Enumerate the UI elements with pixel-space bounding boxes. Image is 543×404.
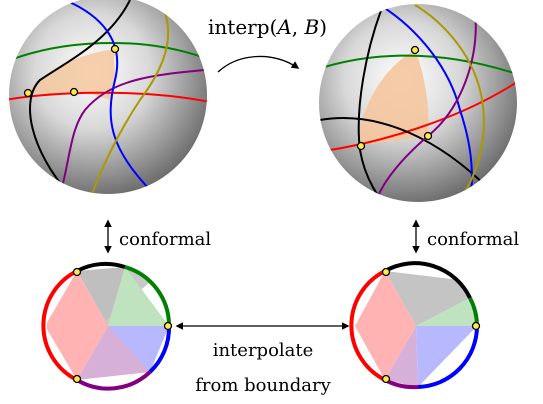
sphere-b-blue-curve (379, 4, 473, 201)
disk-2-gray-sector (385, 271, 470, 326)
disk-2-purple-sector (385, 326, 418, 387)
sphere-a (9, 0, 207, 194)
sphere-a-patch (28, 49, 116, 100)
disk-1-red-sector (47, 271, 108, 380)
disk-1-black-arc (76, 261, 126, 273)
sphere-a-marker-3 (69, 87, 79, 97)
disk-2-marker-2 (471, 321, 481, 331)
disk-2-red-arc (349, 269, 386, 382)
conformal-label-right: conformal (427, 229, 519, 250)
sphere-a-marker-2 (23, 88, 33, 98)
sphere-a-red-curve (9, 91, 207, 103)
disk-1-purple-arc (75, 370, 152, 391)
sphere-b-purple-curve (374, 9, 477, 202)
sphere-b-red-curve (329, 79, 517, 151)
disk-1-blue-sector (108, 326, 169, 372)
sphere-b (319, 4, 517, 202)
interpolate-label-line1: interpolate (213, 340, 314, 361)
disk-1-green-sector (108, 267, 169, 326)
interpolate-label-line2: from boundary (195, 375, 331, 396)
disk-1-marker-2 (163, 321, 173, 331)
disk-1-green-arc (124, 265, 172, 327)
disk-1-blue-arc (148, 325, 172, 374)
sphere-a-marker-1 (110, 44, 120, 54)
disk-1 (41, 261, 173, 391)
disk-1-gray-sector (77, 267, 125, 326)
sphere-b-marker-3 (423, 131, 433, 141)
sphere-b-marker-2 (356, 141, 366, 151)
sphere-a-blue-curve (64, 0, 156, 194)
disk-2-black-arc (384, 261, 472, 299)
interp-arrow (217, 55, 300, 73)
sphere-b-green-curve (319, 54, 517, 76)
disk-2-red-sector (355, 271, 416, 380)
disk-2-marker-1 (381, 267, 391, 277)
disk-1-marker-1 (72, 267, 82, 277)
disk-1-marker-3 (72, 374, 82, 384)
disk-2-blue-arc (417, 325, 479, 389)
sphere-a-olive-curve (89, 0, 170, 194)
sphere-b-olive-curve (414, 4, 485, 201)
conformal-label-left: conformal (119, 229, 211, 250)
sphere-a-green-curve (9, 41, 206, 63)
disk-2-marker-3 (381, 374, 391, 384)
disk-2-green-sector (416, 298, 477, 326)
sphere-b-marker-1 (410, 45, 420, 55)
interp-label: interp(A, B) (208, 15, 327, 39)
sphere-a-purple-curve (59, 69, 206, 194)
disk-2 (349, 261, 481, 390)
disk-2-blue-sector (416, 326, 477, 387)
disk-1-red-arc (41, 269, 78, 382)
